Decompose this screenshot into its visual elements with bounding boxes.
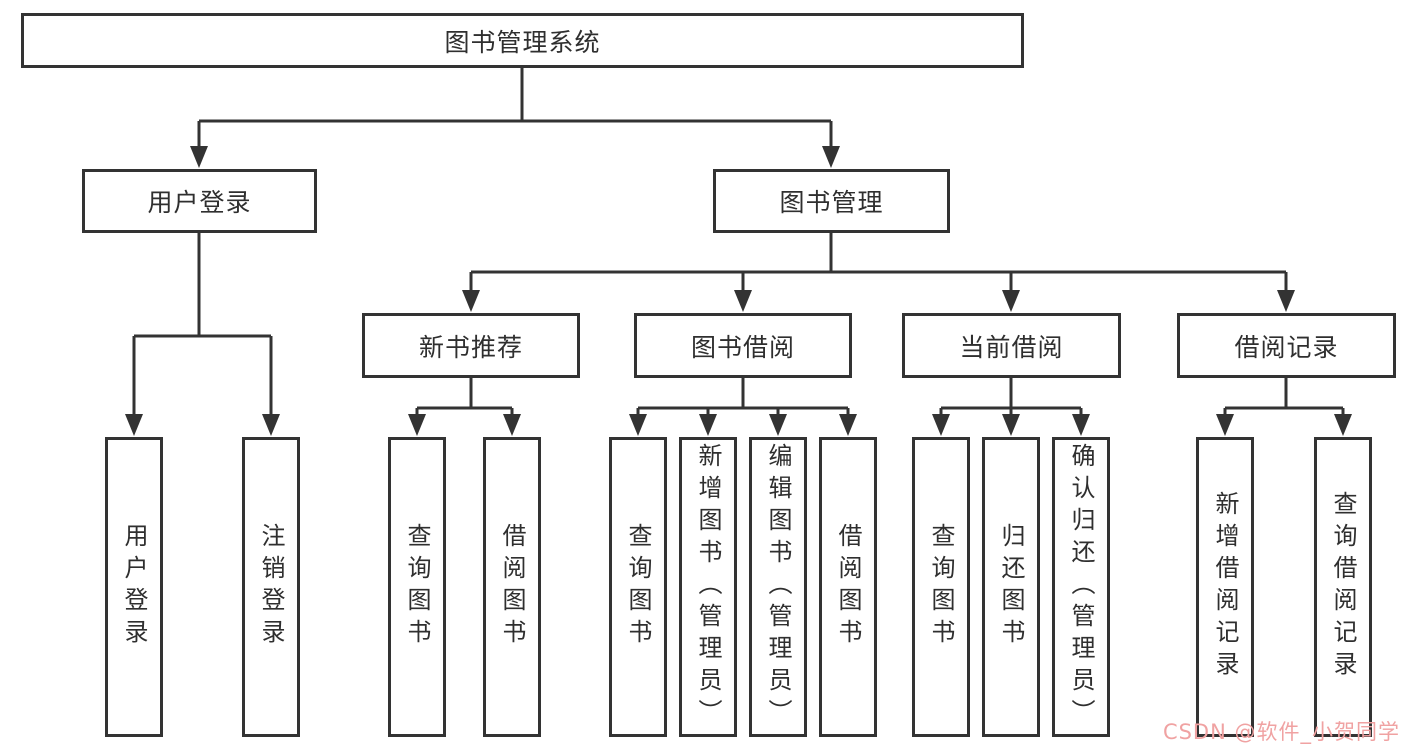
node-current-borrow: 当前借阅 xyxy=(902,313,1121,378)
leaf-edit-book-admin-label: 编辑图书（管理员） xyxy=(764,443,792,731)
leaf-query-book-1-label: 查询图书 xyxy=(403,523,431,651)
leaf-add-borrow-record: 新增借阅记录 xyxy=(1196,437,1254,737)
leaf-logout: 注销登录 xyxy=(242,437,300,737)
node-book-borrow: 图书借阅 xyxy=(634,313,852,378)
leaf-user-login-label: 用户登录 xyxy=(120,523,148,651)
root-label: 图书管理系统 xyxy=(444,27,601,57)
leaf-user-login: 用户登录 xyxy=(105,437,163,737)
node-book-management-label: 图书管理 xyxy=(779,188,884,217)
node-user-login-label: 用户登录 xyxy=(147,188,252,217)
leaf-logout-label: 注销登录 xyxy=(257,523,285,651)
csdn-watermark: CSDN @软件_小贺同学 xyxy=(1162,720,1400,744)
node-book-borrow-label: 图书借阅 xyxy=(690,332,795,362)
leaf-confirm-return-admin: 确认归还（管理员） xyxy=(1052,437,1110,737)
node-book-management: 图书管理 xyxy=(713,169,950,233)
leaf-edit-book-admin: 编辑图书（管理员） xyxy=(749,437,807,737)
node-user-login: 用户登录 xyxy=(82,169,317,233)
leaf-add-borrow-record-label: 新增借阅记录 xyxy=(1211,491,1239,683)
leaf-add-book-admin: 新增图书（管理员） xyxy=(679,437,737,737)
leaf-query-book-3-label: 查询图书 xyxy=(927,523,955,651)
leaf-confirm-return-admin-label: 确认归还（管理员） xyxy=(1067,443,1095,731)
arrowhead-icons xyxy=(125,146,1352,436)
leaf-return-book-label: 归还图书 xyxy=(997,523,1025,651)
leaf-query-book-3: 查询图书 xyxy=(912,437,970,737)
node-new-book-recommend-label: 新书推荐 xyxy=(418,332,523,362)
leaf-borrow-book-1-label: 借阅图书 xyxy=(498,523,526,651)
root-node: 图书管理系统 xyxy=(21,13,1024,68)
node-current-borrow-label: 当前借阅 xyxy=(959,332,1064,362)
leaf-query-book-2: 查询图书 xyxy=(609,437,667,737)
leaf-query-borrow-record: 查询借阅记录 xyxy=(1314,437,1372,737)
node-new-book-recommend: 新书推荐 xyxy=(362,313,580,378)
leaf-query-book-1: 查询图书 xyxy=(388,437,446,737)
leaf-query-borrow-record-label: 查询借阅记录 xyxy=(1329,491,1357,683)
node-borrow-record: 借阅记录 xyxy=(1177,313,1396,378)
leaf-add-book-admin-label: 新增图书（管理员） xyxy=(694,443,722,731)
leaf-borrow-book-1: 借阅图书 xyxy=(483,437,541,737)
leaf-return-book: 归还图书 xyxy=(982,437,1040,737)
leaf-borrow-book-2: 借阅图书 xyxy=(819,437,877,737)
leaf-query-book-2-label: 查询图书 xyxy=(624,523,652,651)
node-borrow-record-label: 借阅记录 xyxy=(1234,332,1339,362)
leaf-borrow-book-2-label: 借阅图书 xyxy=(834,523,862,651)
